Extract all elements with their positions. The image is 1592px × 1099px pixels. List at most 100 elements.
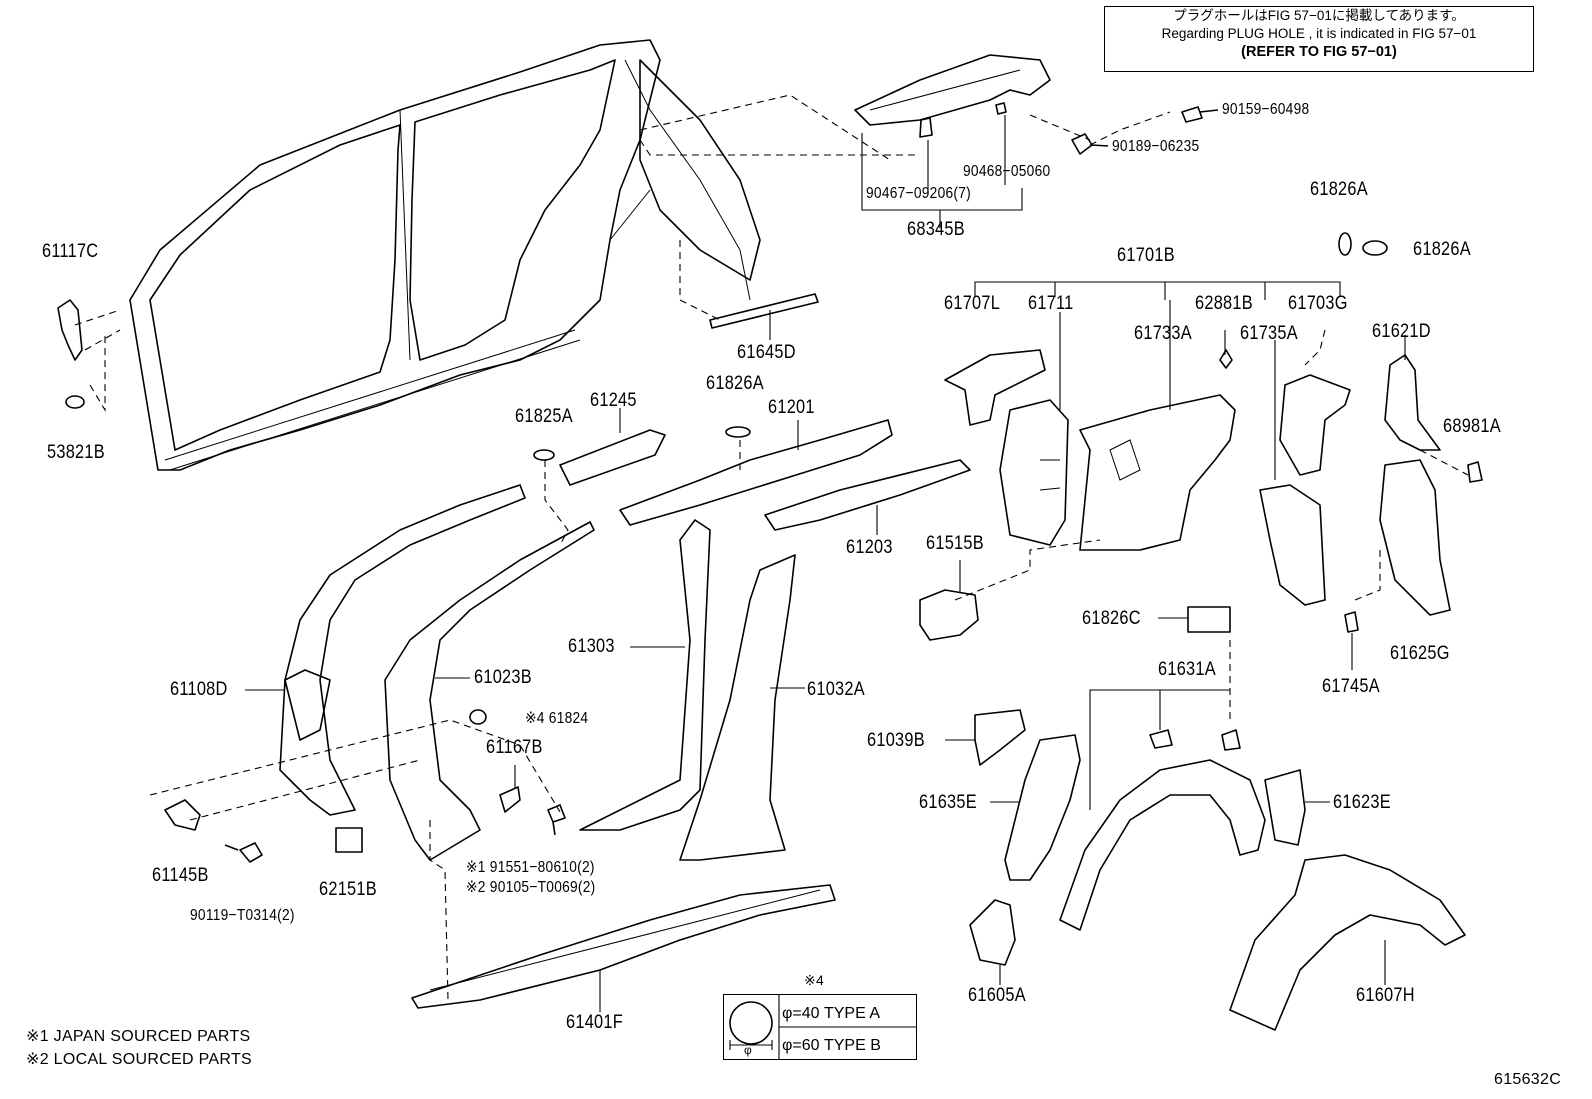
part-label-61733a: 61733A: [1134, 323, 1192, 344]
legend-local-sourced: ※2 LOCAL SOURCED PARTS: [26, 1051, 252, 1068]
part-label-61621d: 61621D: [1372, 321, 1431, 342]
part-label-61039b: 61039B: [867, 730, 925, 751]
part-61745a: [1344, 611, 1359, 670]
part-61515b: [919, 560, 979, 641]
part-label-61625g: 61625G: [1390, 643, 1450, 664]
part-label-61108d: 61108D: [170, 679, 228, 700]
part-61735a: [1259, 484, 1326, 606]
note-japanese: プラグホールはFIG 57−01に掲載してあります。: [1173, 8, 1465, 23]
part-label-61245: 61245: [590, 390, 637, 411]
part-label-61605a: 61605A: [968, 985, 1026, 1006]
part-label-61303: 61303: [568, 636, 615, 657]
part-label-61117c: 61117C: [42, 241, 99, 262]
part-label-61826c: 61826C: [1082, 608, 1141, 629]
note-reference: (REFER TO FIG 57−01): [1241, 44, 1397, 60]
part-68345b-bracket: [854, 54, 1051, 228]
part-label-61401f: 61401F: [566, 1012, 623, 1033]
leader-61701b: [974, 281, 1341, 480]
figure-id: 615632C: [1494, 1071, 1562, 1088]
part-62151b-pad: [335, 827, 363, 853]
part-61145b: [164, 799, 201, 831]
part-label-61631a: 61631A: [1158, 659, 1216, 680]
part-90189-clip: [1071, 133, 1109, 155]
part-61631a-wheelhouse: [1059, 759, 1266, 931]
part-label-61201: 61201: [768, 397, 815, 418]
part-label-61203: 61203: [846, 537, 893, 558]
type-row-b: φ=60 TYPE B: [782, 1037, 881, 1054]
dashed-leader-lines: [74, 94, 1469, 1001]
part-61117c: [57, 299, 83, 361]
part-label-61824: ※4 61824: [525, 710, 589, 727]
part-62881b: [1219, 349, 1233, 369]
part-61201: [619, 419, 893, 526]
part-61023b-pillar: [384, 521, 595, 861]
part-61711: [999, 399, 1069, 546]
side-body-outer-panel: [129, 39, 761, 471]
part-label-62151b: 62151B: [319, 879, 377, 900]
part-90159-bolt: [1181, 106, 1219, 123]
type-row-a: φ=40 TYPE A: [782, 1005, 880, 1022]
part-label-62881b: 62881B: [1195, 293, 1253, 314]
type-table-symbol: φ: [744, 1043, 753, 1057]
part-label-90467-09206: 90467−09206(7): [866, 185, 972, 202]
part-label-61623e: 61623E: [1333, 792, 1391, 813]
part-61167b: [499, 765, 521, 813]
note-english: Regarding PLUG HOLE , it is indicated in…: [1161, 26, 1477, 41]
part-label-61735a: 61735A: [1240, 323, 1298, 344]
part-61203: [764, 459, 971, 535]
part-label-61826a-2: 61826A: [1413, 239, 1471, 260]
part-61733a: [1079, 394, 1236, 551]
part-61826c-pad: [1158, 606, 1231, 633]
part-label-91551-80610: ※1 91551−80610(2): [466, 859, 595, 876]
part-61621d: [1384, 335, 1441, 451]
part-label-61707l: 61707L: [944, 293, 1001, 314]
part-label-61826a-3: 61826A: [706, 373, 764, 394]
part-61032a-pillar: [679, 554, 805, 861]
part-61826a-middle: [725, 426, 751, 438]
part-label-61032a: 61032A: [807, 679, 865, 700]
part-label-61635e: 61635E: [919, 792, 977, 813]
part-61623e: [1264, 769, 1330, 846]
part-61825a: [533, 449, 555, 461]
part-label-61023b: 61023B: [474, 667, 532, 688]
part-61625g: [1379, 459, 1451, 616]
part-label-68345b: 68345B: [907, 219, 965, 240]
part-61635e: [990, 734, 1081, 881]
part-61824: [469, 709, 487, 725]
part-label-61515b: 61515B: [926, 533, 984, 554]
part-label-90468-05060: 90468−05060: [963, 163, 1051, 180]
part-label-61607h: 61607H: [1356, 985, 1415, 1006]
plug-hole-note: プラグホールはFIG 57−01に掲載してあります。 Regarding PLU…: [1104, 6, 1534, 72]
part-91551-bolt: [547, 804, 566, 836]
part-53821b: [65, 395, 85, 409]
leader-61631a: [1089, 689, 1230, 810]
part-61108d-pillar: [245, 484, 526, 816]
part-61645d-strip: [709, 293, 819, 340]
part-label-68981a: 68981A: [1443, 416, 1501, 437]
part-label-53821b: 53821B: [47, 442, 105, 463]
part-label-61645d: 61645D: [737, 342, 796, 363]
part-label-90159-60498: 90159−60498: [1222, 101, 1310, 118]
part-label-61711: 61711: [1028, 293, 1074, 314]
type-table: φ=40 TYPE A φ=60 TYPE B: [723, 994, 917, 1060]
part-61631a-clips: [1149, 729, 1241, 751]
part-61039b: [945, 709, 1026, 766]
part-label-61745a: 61745A: [1322, 676, 1380, 697]
part-label-61826a-1: 61826A: [1310, 179, 1368, 200]
part-61607h: [1229, 854, 1466, 1031]
type-table-graphic: [729, 994, 917, 1060]
part-61826a-pair: [1338, 232, 1388, 256]
type-table-note-mark: ※4: [804, 972, 825, 988]
part-61401f-rocker: [411, 884, 836, 1012]
part-label-61825a: 61825A: [515, 406, 573, 427]
part-label-90105-t0069: ※2 90105−T0069(2): [466, 879, 596, 896]
part-label-61167b: 61167B: [486, 737, 543, 758]
part-61303-pillar: [579, 519, 711, 831]
part-label-61701b: 61701B: [1117, 245, 1175, 266]
part-label-90119-t0314: 90119−T0314(2): [190, 907, 295, 924]
legend-japan-sourced: ※1 JAPAN SOURCED PARTS: [26, 1028, 251, 1045]
part-61707l: [944, 349, 1046, 426]
part-61245: [559, 408, 666, 486]
part-68981a: [1467, 461, 1483, 483]
